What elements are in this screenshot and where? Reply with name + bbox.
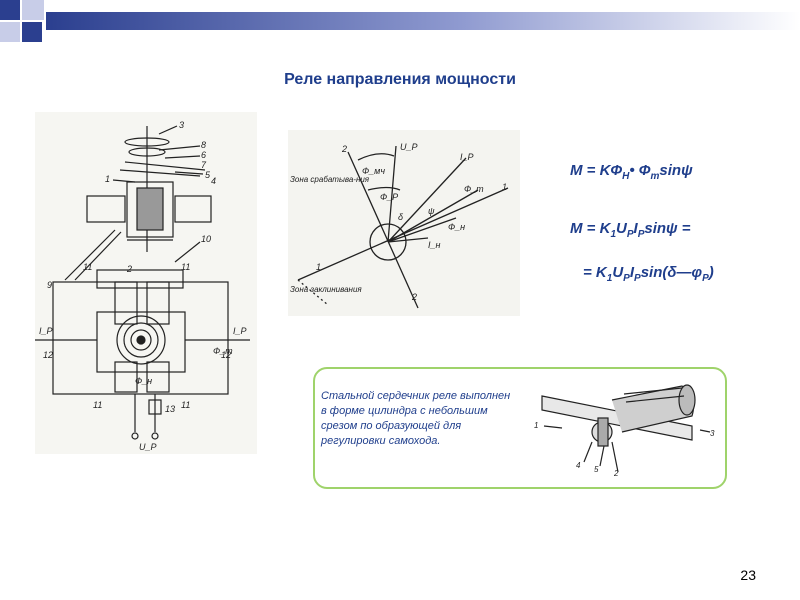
vlabel-in: I_н bbox=[428, 240, 441, 250]
label-ip-right: I_P bbox=[233, 326, 247, 336]
label-up: U_P bbox=[139, 442, 157, 452]
vlabel-ip: I_P bbox=[460, 152, 474, 162]
label-11d: 11 bbox=[181, 400, 190, 410]
label-13: 13 bbox=[165, 404, 175, 414]
vlabel-phi-m: Ф_m bbox=[464, 184, 484, 194]
label-5: 5 bbox=[205, 170, 211, 180]
vlabel-2-bottom: 2 bbox=[411, 292, 417, 302]
label-11c: 11 bbox=[93, 400, 102, 410]
label-phi-n: Ф_н bbox=[135, 376, 152, 386]
vlabel-up: U_P bbox=[400, 142, 418, 152]
vlabel-phi-mch: Ф_мч bbox=[362, 166, 385, 176]
vlabel-2-top: 2 bbox=[341, 144, 347, 154]
formula-line-1: M = KФН• Фmsinψ bbox=[570, 162, 693, 182]
top-decor-bar bbox=[0, 0, 800, 42]
label-12b: 12 bbox=[221, 350, 231, 360]
formula-line-3: = K1UPIPsin(δ—φP) bbox=[583, 264, 714, 284]
vlabel-zone-lock: Зона заклинивания bbox=[290, 285, 362, 294]
label-11b: 11 bbox=[181, 262, 190, 272]
label-6: 6 bbox=[201, 150, 206, 160]
clabel-1: 1 bbox=[534, 421, 538, 430]
clabel-2: 2 bbox=[613, 469, 619, 478]
slide-title: Реле направления мощности bbox=[284, 71, 516, 88]
label-3: 3 bbox=[179, 120, 184, 130]
steel-core-drawing: 1 3 4 5 2 bbox=[534, 384, 715, 478]
clabel-3: 3 bbox=[710, 429, 715, 438]
label-9: 9 bbox=[47, 280, 52, 290]
label-12a: 12 bbox=[43, 350, 53, 360]
vlabel-delta: δ bbox=[398, 212, 404, 222]
label-11a: 11 bbox=[83, 262, 92, 272]
vlabel-1-left: 1 bbox=[316, 262, 321, 272]
label-phi-m: Ф_m bbox=[213, 346, 233, 356]
label-ip-left: I_P bbox=[39, 326, 53, 336]
vlabel-phi-n: Ф_н bbox=[448, 222, 465, 232]
vlabel-psi: ψ bbox=[428, 206, 435, 216]
label-7: 7 bbox=[201, 160, 207, 170]
relay-construction-drawing: 3 8 6 7 5 4 1 10 2 11 11 9 I_P I_P Ф_m 1… bbox=[35, 112, 257, 454]
page-number: 23 bbox=[740, 567, 756, 583]
clabel-5: 5 bbox=[594, 465, 599, 474]
vlabel-1-right: 1 bbox=[502, 182, 507, 192]
label-8: 8 bbox=[201, 140, 206, 150]
vector-diagram: 2 U_P I_P Ф_мч Ф_P Ф_m 1 Зона срабатыва-… bbox=[288, 130, 520, 316]
formula-line-2: M = K1UPIPsinψ = bbox=[570, 220, 691, 240]
label-4: 4 bbox=[211, 176, 216, 186]
label-2: 2 bbox=[126, 264, 132, 274]
vlabel-zone-trip: Зона срабатыва-ния bbox=[290, 175, 370, 184]
label-10: 10 bbox=[201, 234, 211, 244]
vlabel-phi-p: Ф_P bbox=[380, 192, 398, 202]
label-1: 1 bbox=[105, 174, 110, 184]
clabel-4: 4 bbox=[576, 461, 581, 470]
note-text: Стальной сердечник реле выполнен в форме… bbox=[321, 390, 511, 447]
